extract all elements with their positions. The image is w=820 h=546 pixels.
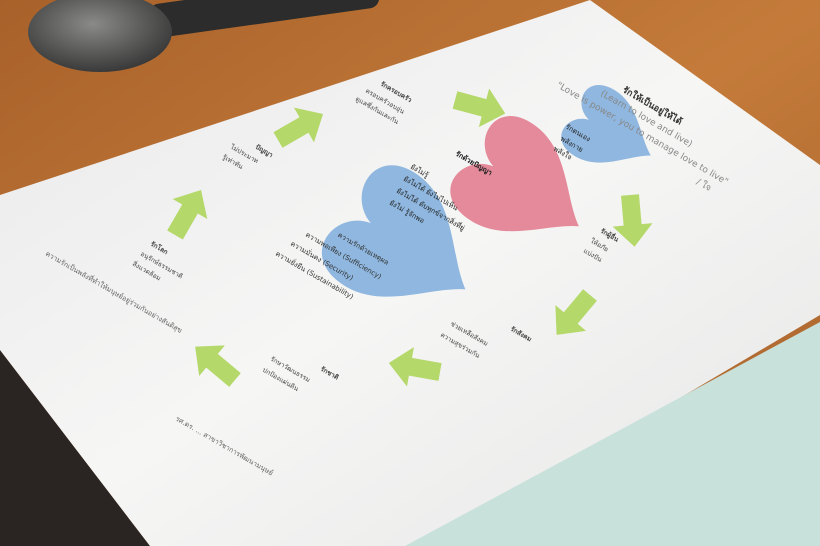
blue-paper — [405, 322, 820, 546]
microphone — [28, 0, 380, 72]
